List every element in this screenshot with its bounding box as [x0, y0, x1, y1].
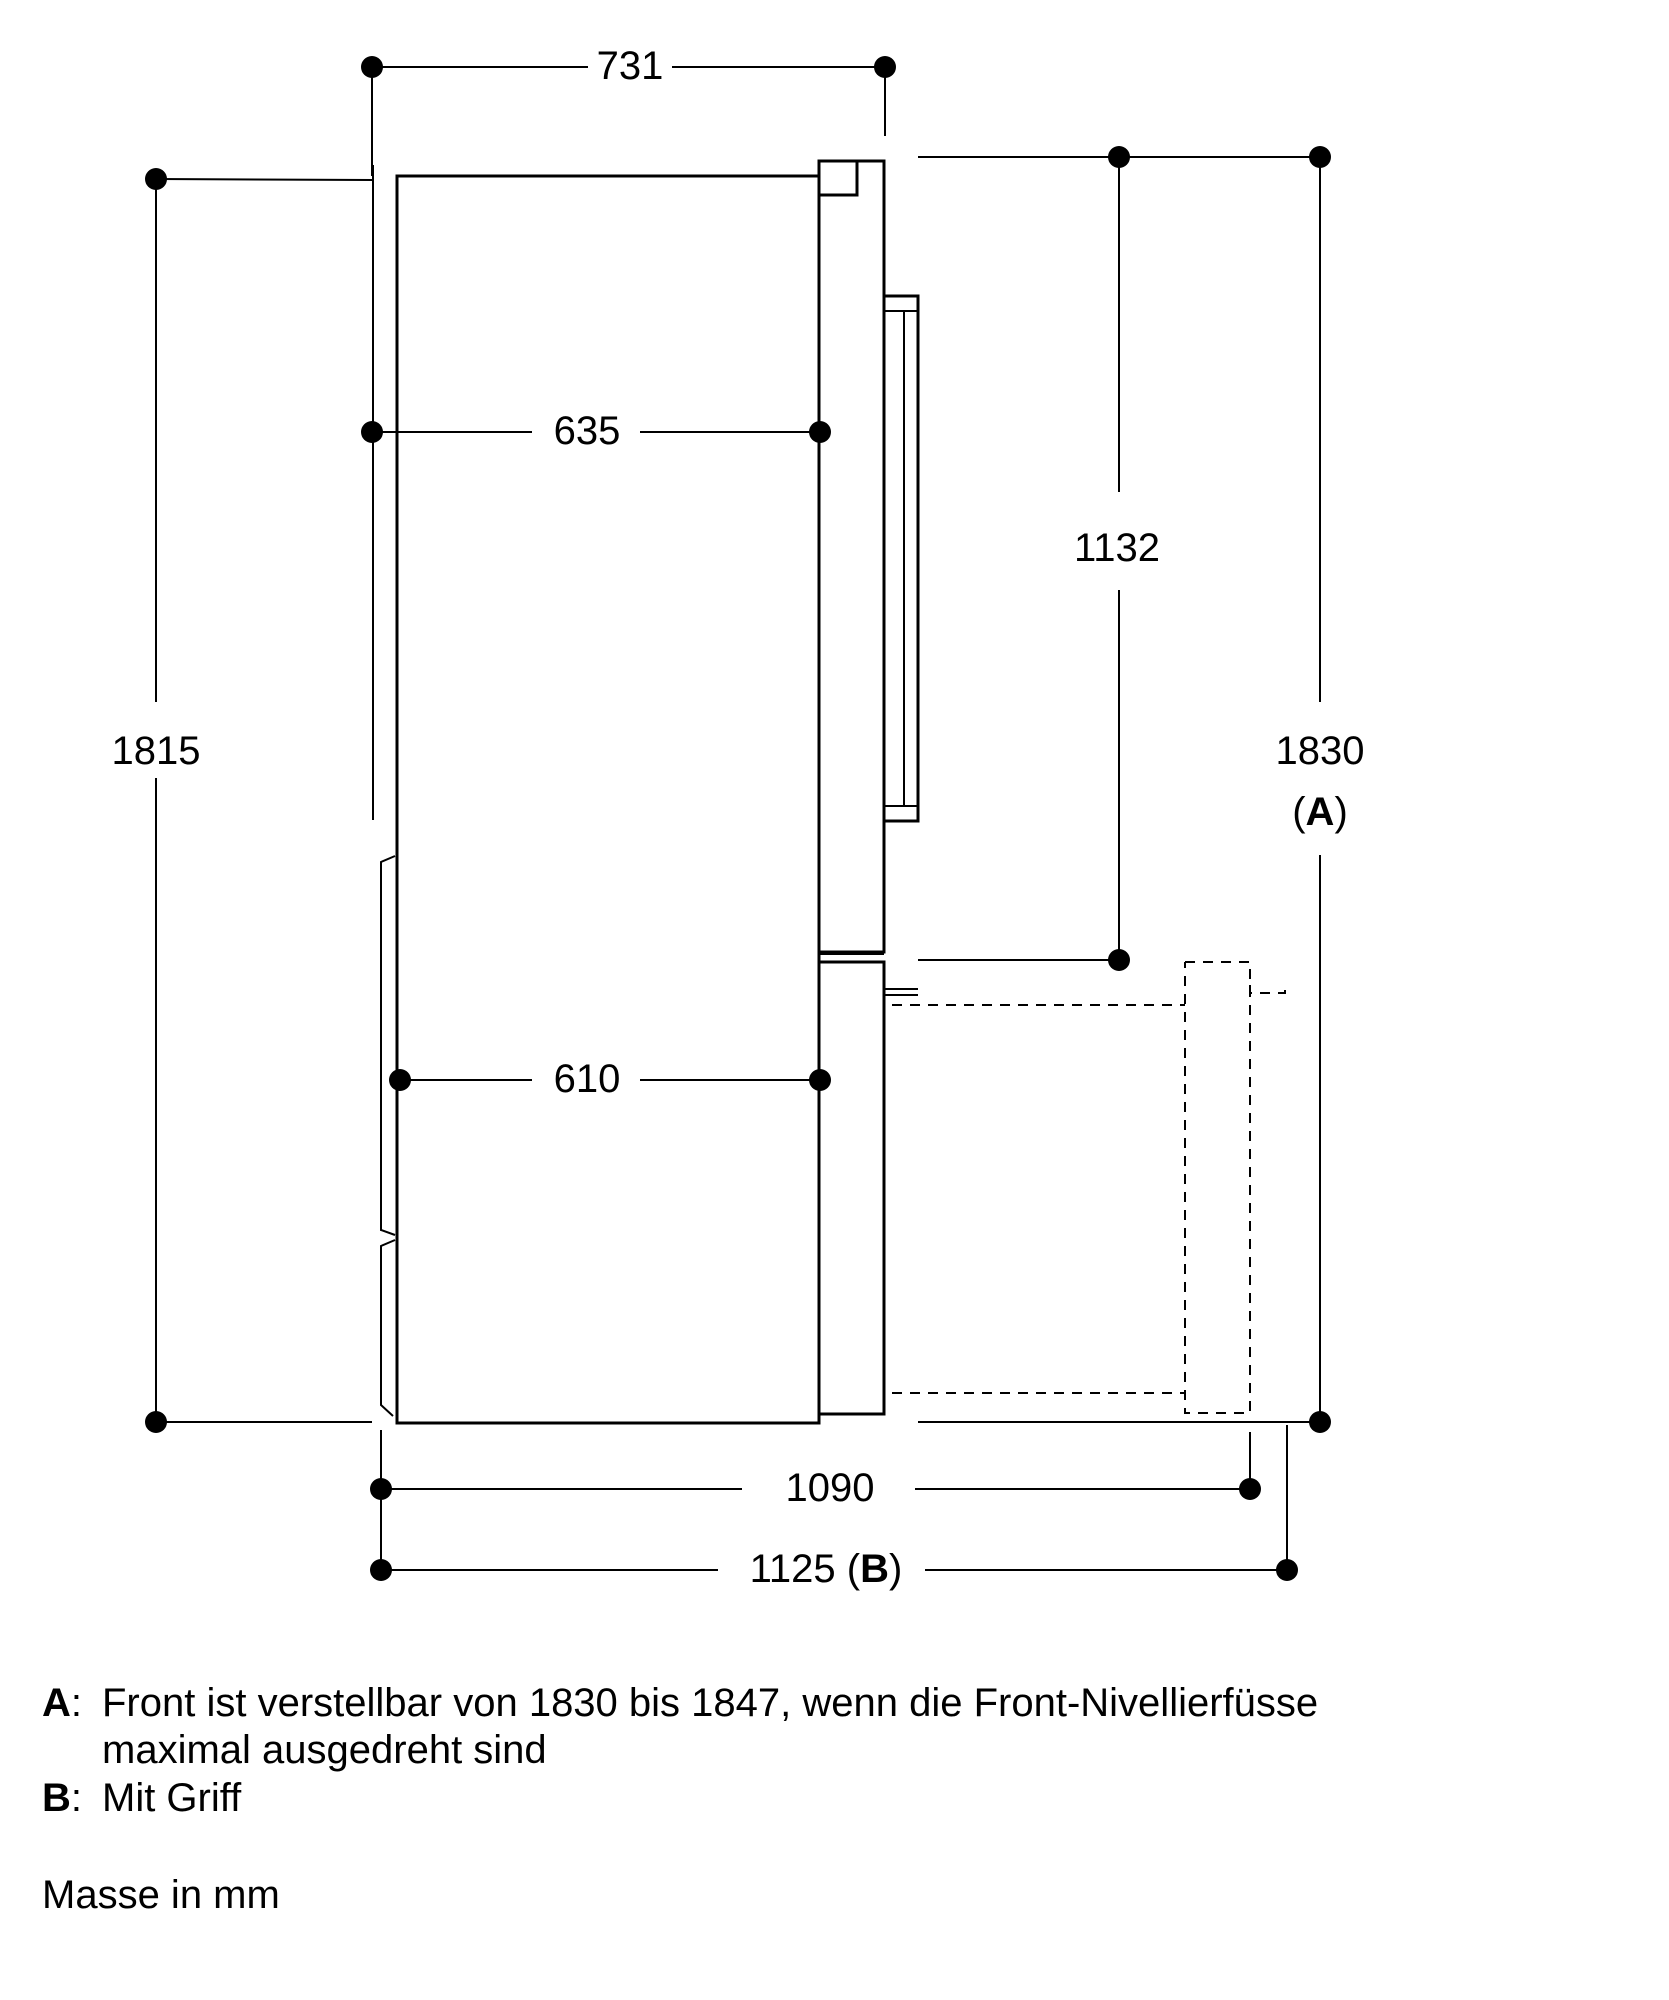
- open-drawer-outline: [892, 961, 1286, 1414]
- note-b-text: Mit Griff: [102, 1776, 242, 1820]
- dimension-lines: [155, 66, 1321, 1571]
- dim-front-height-ref: (A): [1292, 790, 1348, 834]
- note-a: A: Front ist verstellbar von 1830 bis 18…: [42, 1681, 1319, 1772]
- dim-body-height: 1815: [112, 729, 201, 773]
- door-handle: [882, 294, 920, 823]
- dim-total-depth: 731: [597, 44, 664, 88]
- dim-body-depth-bottom: 610: [554, 1057, 621, 1101]
- dim-body-depth-top: 635: [554, 409, 621, 453]
- note-b-key: B: [42, 1776, 71, 1820]
- freezer-drawer-front: [817, 953, 918, 1416]
- note-a-line1: Front ist verstellbar von 1830 bis 1847,…: [102, 1681, 1319, 1725]
- note-a-key: A: [42, 1681, 71, 1725]
- note-a-line2: maximal ausgedreht sind: [102, 1728, 547, 1772]
- dim-open-depth-with-handle: 1125 (B): [750, 1547, 903, 1591]
- upper-door: [817, 159, 886, 954]
- units-note: Masse in mm: [42, 1873, 280, 1917]
- note-a-text: Front ist verstellbar von 1830 bis 1847,…: [102, 1680, 1318, 1774]
- dim-front-height: 1830: [1276, 729, 1365, 773]
- dimension-endpoints: [145, 56, 1331, 1581]
- dim-drawer-open-depth: 1090: [786, 1466, 875, 1510]
- appliance-body: [372, 165, 821, 1425]
- note-b: B: Mit Griff: [42, 1776, 242, 1820]
- dim-door-height: 1132: [1074, 526, 1160, 570]
